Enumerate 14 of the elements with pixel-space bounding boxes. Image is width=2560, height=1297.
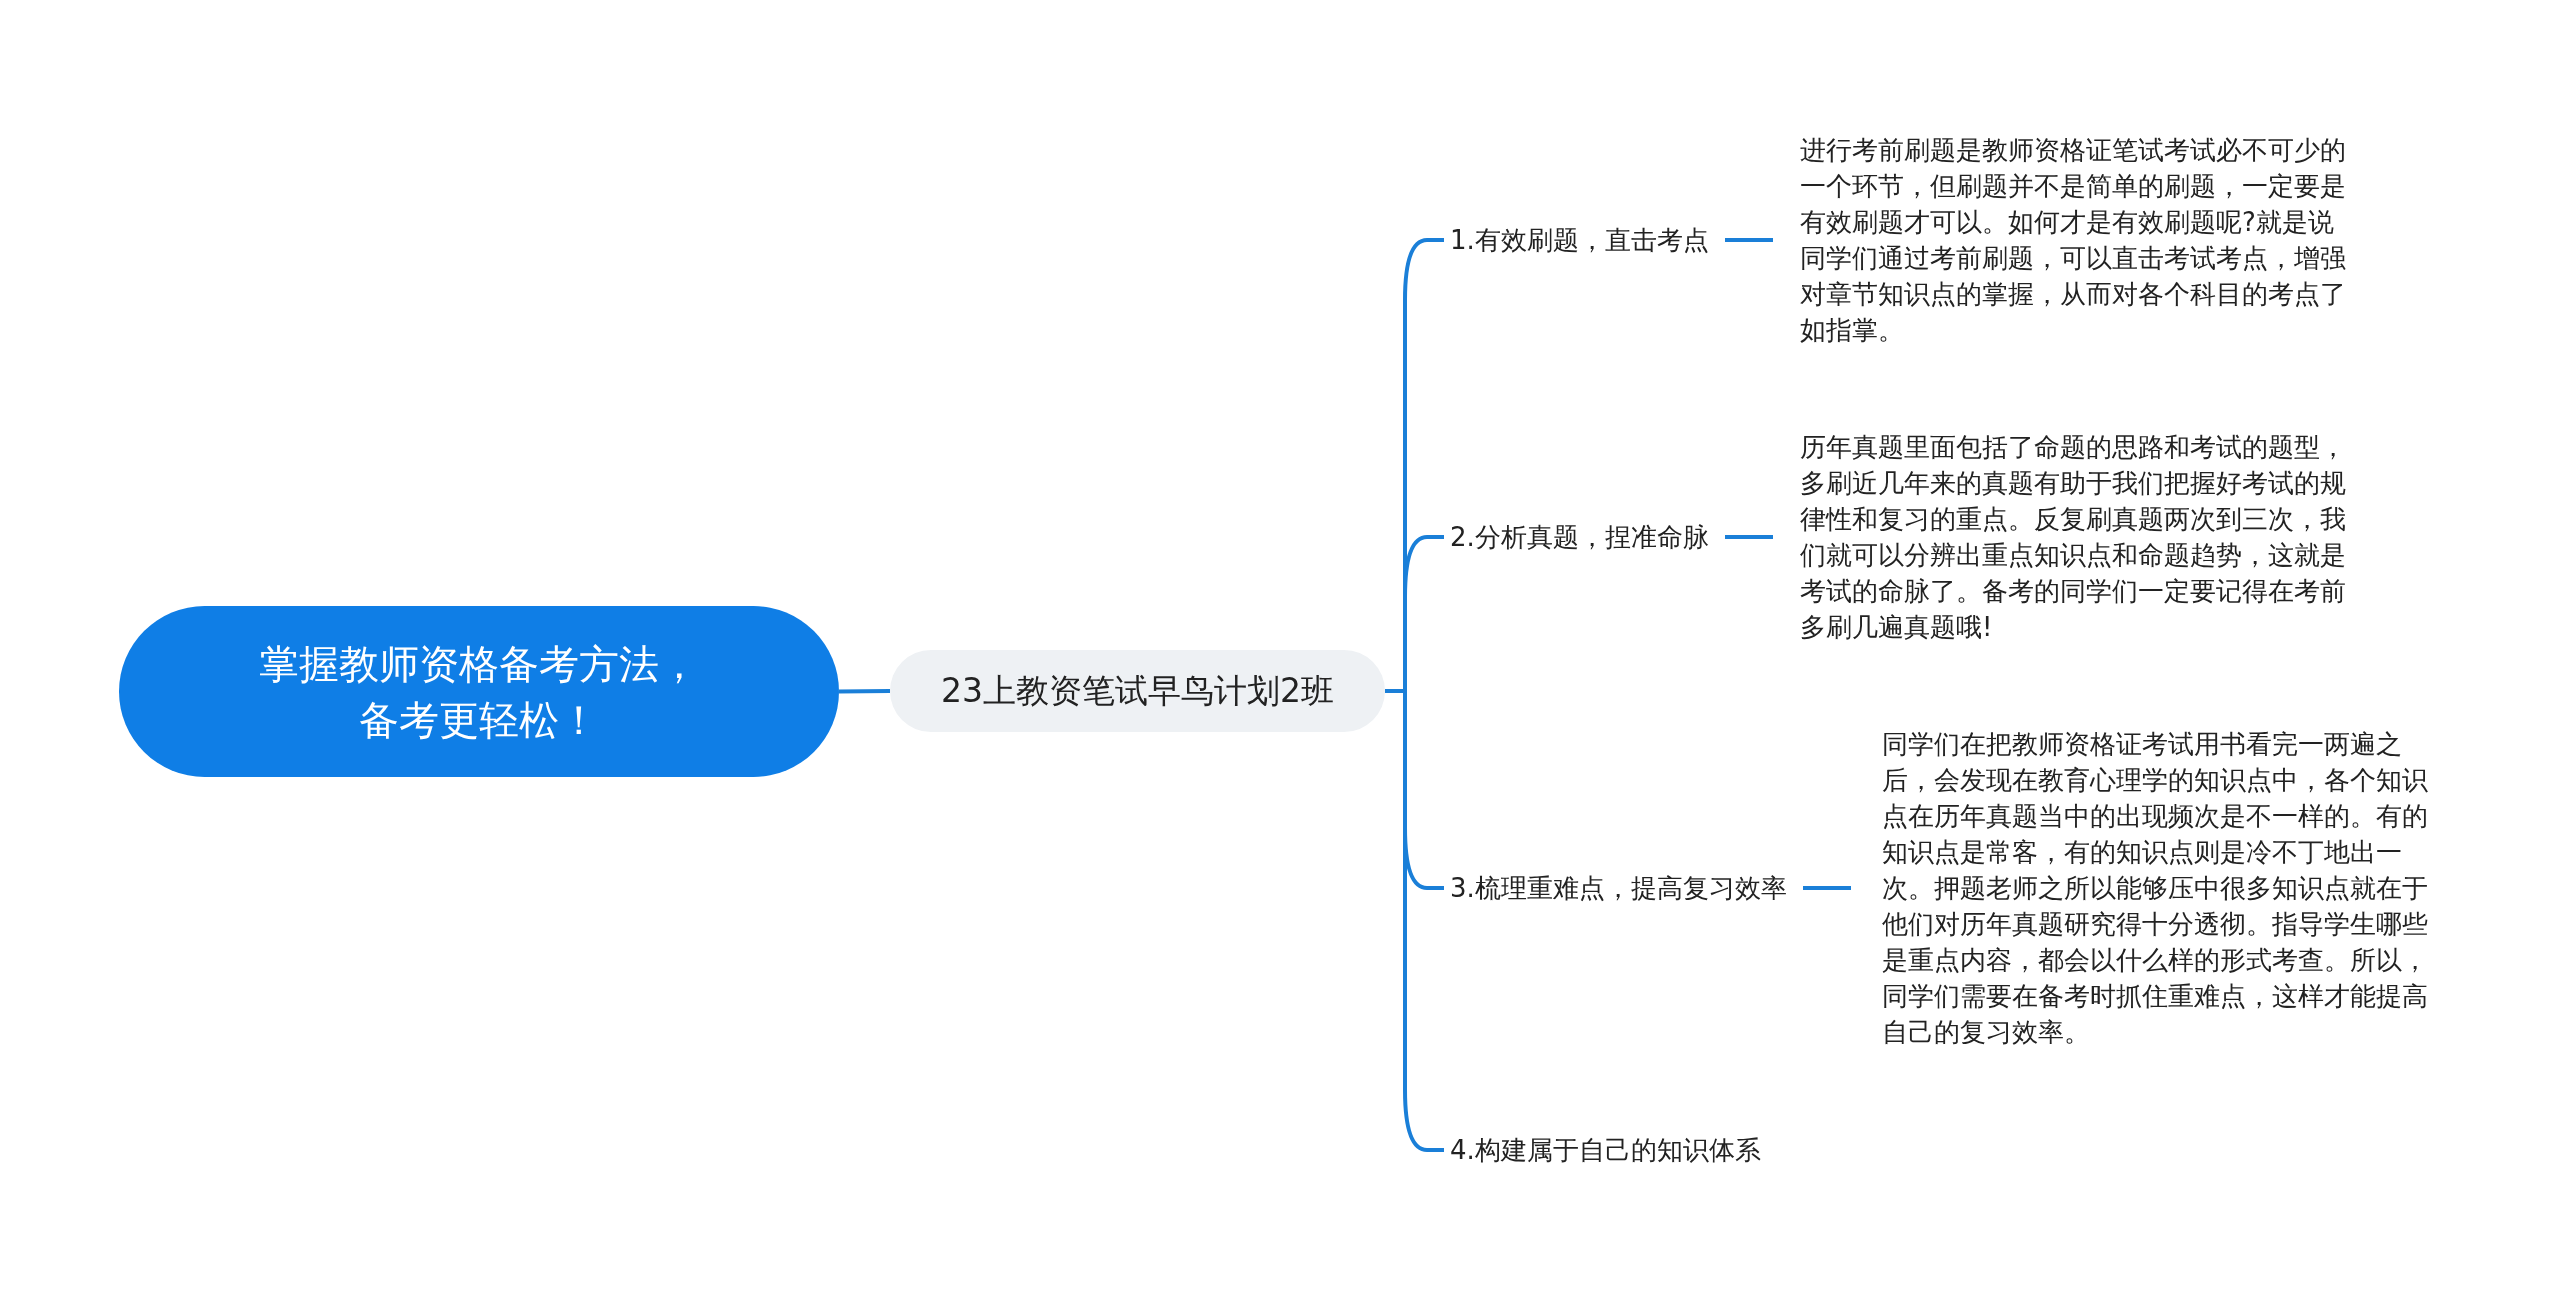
branch-label: 4.构建属于自己的知识体系: [1444, 1130, 1767, 1170]
connector-line: [1725, 535, 1773, 539]
branch-label: 1.有效刷题，直击考点: [1444, 220, 1715, 260]
connector-line: [1725, 238, 1773, 242]
connector-line: [1803, 886, 1851, 890]
note-text: 进行考前刷题是教师资格证笔试考试必不可少的一个环节，但刷题并不是简单的刷题，一定要是有效刷题才可以。如何才是有效刷题呢?就是说同学们通过考前刷题，可以直击考试考点，增强对章节知识点的掌握，从而对各个科目的考点了如指掌。: [1796, 132, 2356, 348]
connector-line: [1385, 689, 1444, 1152]
subtopic-box: 23上教资笔试早鸟计划2班: [890, 650, 1385, 732]
branch-label: 3.梳理重难点，提高复习效率: [1444, 868, 1793, 908]
note-text: 同学们在把教师资格证考试用书看完一两遍之后，会发现在教育心理学的知识点中，各个知识点在历年真题当中的出现频次是不一样的。有的知识点是常客，有的知识点则是冷不丁地出一次。押题老师之所以能够压中很多知识点就在于他们对历年真题研究得十分透彻。指导学生哪些是重点内容，都会以什么样的形式考查。所以，同学们需要在备考时抓住重难点，这样才能提高自己的复习效率。: [1878, 726, 2438, 1050]
topic-box: 掌握教师资格备考方法，备考更轻松！: [119, 606, 839, 777]
connector-line: [838, 689, 891, 694]
branch-label: 2.分析真题，捏准命脉: [1444, 517, 1715, 557]
note-text: 历年真题里面包括了命题的思路和考试的题型，多刷近几年来的真题有助于我们把握好考试的规律性和复习的重点。反复刷真题两次到三次，我们就可以分辨出重点知识点和命题趋势，这就是考试的命脉了。备考的同学们一定要记得在考前多刷几遍真题哦!: [1796, 429, 2356, 645]
